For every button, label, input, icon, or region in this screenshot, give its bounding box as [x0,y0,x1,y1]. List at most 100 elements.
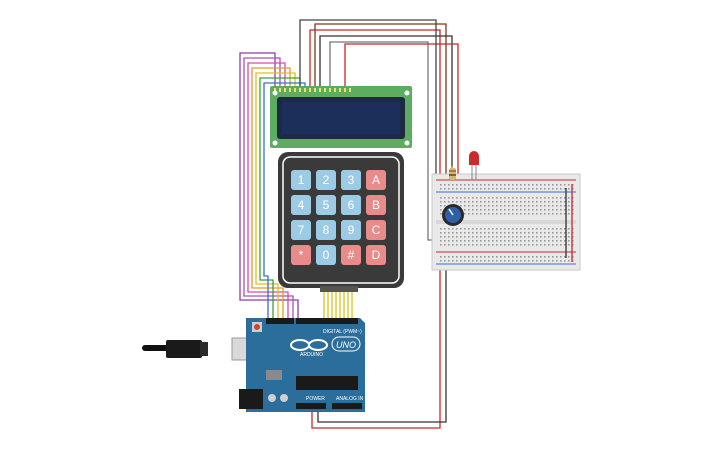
keypad-key-*[interactable]: * [291,245,311,265]
breadboard-hole[interactable] [568,240,570,242]
breadboard-hole[interactable] [540,260,542,262]
breadboard-hole[interactable] [472,184,474,186]
breadboard-hole[interactable] [456,232,458,234]
breadboard-hole[interactable] [564,240,566,242]
breadboard-hole[interactable] [476,244,478,246]
breadboard-hole[interactable] [564,184,566,186]
breadboard-hole[interactable] [456,197,458,199]
breadboard-hole[interactable] [508,260,510,262]
wire-pink[interactable] [247,62,289,318]
breadboard-hole[interactable] [452,236,454,238]
breadboard-hole[interactable] [464,236,466,238]
breadboard-hole[interactable] [500,201,502,203]
breadboard-hole[interactable] [496,184,498,186]
breadboard-hole[interactable] [560,188,562,190]
breadboard-hole[interactable] [472,256,474,258]
breadboard-hole[interactable] [536,188,538,190]
breadboard-hole[interactable] [456,201,458,203]
breadboard-hole[interactable] [456,244,458,246]
breadboard-hole[interactable] [524,188,526,190]
breadboard-hole[interactable] [452,184,454,186]
breadboard-hole[interactable] [452,232,454,234]
breadboard-hole[interactable] [440,201,442,203]
breadboard-hole[interactable] [540,197,542,199]
led[interactable] [469,151,479,180]
breadboard-hole[interactable] [572,205,574,207]
breadboard-hole[interactable] [464,244,466,246]
breadboard-hole[interactable] [504,197,506,199]
breadboard-hole[interactable] [520,213,522,215]
breadboard-hole[interactable] [480,205,482,207]
breadboard-hole[interactable] [540,244,542,246]
breadboard-hole[interactable] [484,184,486,186]
keypad-key-8[interactable]: 8 [316,220,336,240]
breadboard-hole[interactable] [476,236,478,238]
breadboard-hole[interactable] [528,240,530,242]
breadboard-hole[interactable] [512,260,514,262]
breadboard-hole[interactable] [488,228,490,230]
breadboard-hole[interactable] [536,244,538,246]
breadboard-hole[interactable] [512,228,514,230]
breadboard-hole[interactable] [448,260,450,262]
breadboard-hole[interactable] [492,188,494,190]
breadboard-hole[interactable] [468,240,470,242]
breadboard-hole[interactable] [528,184,530,186]
breadboard-hole[interactable] [532,209,534,211]
breadboard-hole[interactable] [476,213,478,215]
breadboard-hole[interactable] [556,244,558,246]
breadboard-hole[interactable] [564,188,566,190]
breadboard-hole[interactable] [516,228,518,230]
breadboard-hole[interactable] [564,232,566,234]
breadboard-hole[interactable] [536,201,538,203]
breadboard-hole[interactable] [480,228,482,230]
breadboard-hole[interactable] [556,201,558,203]
breadboard-hole[interactable] [484,236,486,238]
breadboard-hole[interactable] [532,201,534,203]
breadboard-hole[interactable] [516,236,518,238]
breadboard-hole[interactable] [552,197,554,199]
breadboard-hole[interactable] [560,232,562,234]
breadboard-hole[interactable] [524,240,526,242]
breadboard-hole[interactable] [572,256,574,258]
breadboard-hole[interactable] [540,205,542,207]
breadboard-hole[interactable] [560,197,562,199]
breadboard-hole[interactable] [484,201,486,203]
breadboard-hole[interactable] [476,228,478,230]
breadboard-hole[interactable] [508,240,510,242]
breadboard-hole[interactable] [468,213,470,215]
breadboard-hole[interactable] [448,228,450,230]
breadboard-hole[interactable] [532,188,534,190]
breadboard-hole[interactable] [452,188,454,190]
breadboard-hole[interactable] [524,244,526,246]
breadboard-hole[interactable] [528,201,530,203]
breadboard-hole[interactable] [552,184,554,186]
breadboard-hole[interactable] [496,228,498,230]
breadboard-hole[interactable] [572,184,574,186]
breadboard-hole[interactable] [568,256,570,258]
breadboard-hole[interactable] [528,244,530,246]
potentiometer[interactable] [442,204,464,226]
breadboard-hole[interactable] [500,240,502,242]
breadboard-hole[interactable] [460,188,462,190]
breadboard-hole[interactable] [540,228,542,230]
breadboard-hole[interactable] [504,201,506,203]
breadboard-hole[interactable] [464,240,466,242]
breadboard-hole[interactable] [572,240,574,242]
breadboard-hole[interactable] [492,256,494,258]
breadboard-hole[interactable] [504,240,506,242]
breadboard-hole[interactable] [540,232,542,234]
breadboard-hole[interactable] [448,244,450,246]
breadboard-hole[interactable] [440,236,442,238]
breadboard-hole[interactable] [556,232,558,234]
breadboard-hole[interactable] [552,240,554,242]
breadboard-hole[interactable] [476,184,478,186]
breadboard-hole[interactable] [540,184,542,186]
keypad-key-9[interactable]: 9 [341,220,361,240]
breadboard-hole[interactable] [492,197,494,199]
breadboard-hole[interactable] [464,201,466,203]
breadboard-hole[interactable] [540,213,542,215]
breadboard-hole[interactable] [492,232,494,234]
breadboard-hole[interactable] [488,209,490,211]
breadboard-hole[interactable] [544,205,546,207]
breadboard-hole[interactable] [556,228,558,230]
